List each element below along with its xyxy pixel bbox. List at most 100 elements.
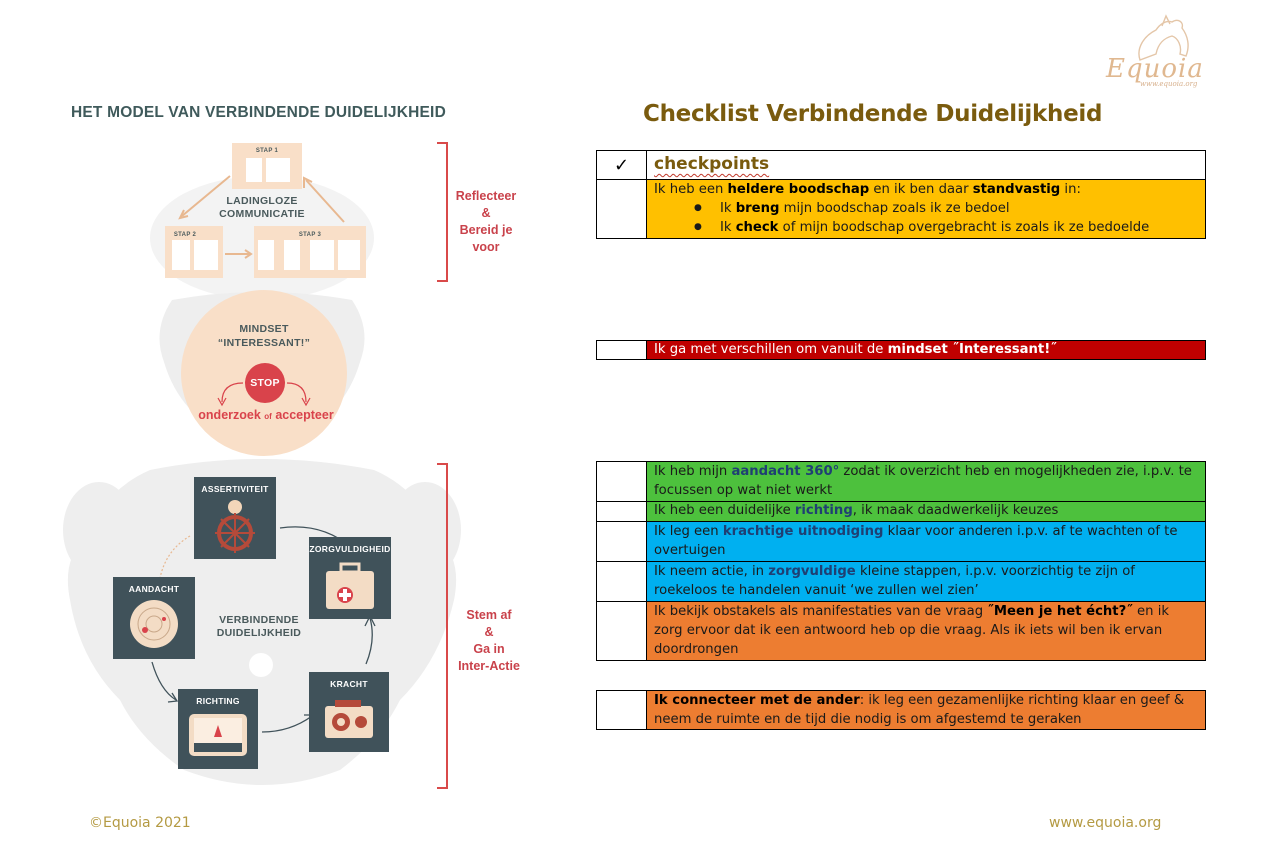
text-bold: check	[735, 220, 779, 235]
accepteer-label: accepteer	[275, 408, 334, 422]
checkbox-cell[interactable]	[597, 502, 647, 521]
row-text: Ik heb een duidelijke richting, ik maak …	[647, 502, 1205, 521]
stop-label: STOP	[250, 377, 280, 389]
bracket-top	[437, 142, 448, 282]
model-diagram	[63, 143, 461, 785]
checklist-table-1: ✓ checkpoints Ik heb een heldere boodsch…	[596, 150, 1206, 239]
text-segment: Ik heb mijn	[654, 464, 732, 479]
text-bold: zorgvuldige	[768, 564, 856, 579]
text-bold: richting	[794, 503, 853, 518]
text-segment: Ik bekijk obstakels als manifestaties va…	[654, 604, 988, 619]
text-bold: mindset ˝Interessant!˝	[887, 342, 1057, 357]
bullet-item: Ik check of mijn boodschap overgebracht …	[694, 218, 1199, 237]
model-title: HET MODEL VAN VERBINDENDE DUIDELIJKHEID	[71, 104, 446, 121]
checkpoints-header: checkpoints	[654, 154, 770, 174]
row-text: Ik heb een heldere boodschap en ik ben d…	[647, 180, 1205, 238]
checklist-row-obstakels: Ik bekijk obstakels als manifestaties va…	[597, 601, 1205, 660]
text-bold: breng	[735, 201, 780, 216]
checklist-header-row: ✓ checkpoints	[597, 151, 1205, 179]
tile-assertiviteit-label: ASSERTIVITEIT	[201, 484, 269, 494]
text-bold: aandacht 360°	[731, 464, 840, 479]
verbindende-label: VERBINDENDE DUIDELIJKHEID	[216, 614, 302, 639]
ship-wheel-icon	[215, 500, 255, 553]
row-text: Ik heb mijn aandacht 360° zodat ik overz…	[647, 462, 1205, 501]
text-segment: en ik zorg ervoor dat ik een antwoord he…	[654, 604, 1170, 657]
bracket-bottom-line1: Stem af	[466, 608, 512, 622]
of-label: of	[264, 412, 272, 421]
radar-icon	[130, 600, 178, 648]
checkbox-cell[interactable]	[597, 180, 647, 238]
text-segment: mijn boodschap zoals ik ze bedoel	[779, 201, 1010, 216]
text-segment: klaar voor anderen i.p.v. af te wachten …	[654, 524, 1178, 558]
checkbox-cell[interactable]	[597, 341, 647, 359]
text-segment: Ik neem actie, in	[654, 564, 769, 579]
stap3-label: STAP 3	[298, 232, 322, 238]
logo-url: www.equoia.org	[1140, 80, 1198, 88]
bracket-top-line4: voor	[472, 240, 500, 254]
text-segment: zodat ik overzicht heb en mogelijkheden …	[654, 464, 1192, 498]
checklist-row-aandacht: Ik heb mijn aandacht 360° zodat ik overz…	[597, 462, 1205, 501]
checklist-row-uitnodiging: Ik leg een krachtige uitnodiging klaar v…	[597, 521, 1205, 561]
text-segment: Ik	[720, 220, 736, 235]
checklist-table-2: Ik ga met verschillen om vanuit de minds…	[596, 340, 1206, 360]
bracket-bottom-line3: Ga in	[473, 642, 505, 656]
first-aid-kit-icon	[326, 562, 374, 609]
tile-kracht-label: KRACHT	[330, 679, 368, 689]
text-segment: : ik leg een gezamenlijke richting klaar…	[654, 693, 1185, 727]
ladingloze-label: LADINGLOZE COMMUNICATIE	[219, 195, 305, 220]
text-segment: Ik	[720, 201, 736, 216]
checklist-table-4: Ik connecteer met de ander: ik leg een g…	[596, 690, 1206, 730]
tile-aandacht-label: AANDACHT	[128, 584, 180, 594]
bullet-list: Ik breng mijn boodschap zoals ik ze bedo…	[654, 199, 1199, 237]
text-segment: , ik maak daadwerkelijk keuzes	[852, 503, 1059, 518]
interessant-label: “INTERESSANT!”	[217, 337, 311, 349]
text-segment: Ik heb een	[654, 182, 728, 197]
text-segment: Ik leg een	[654, 524, 723, 539]
checklist-row-zorgvuldig: Ik neem actie, in zorgvuldige kleine sta…	[597, 561, 1205, 601]
stap2-label: STAP 2	[173, 232, 197, 238]
checklist-row-connecteer: Ik connecteer met de ander: ik leg een g…	[597, 691, 1205, 729]
mindset-label: MINDSET	[239, 323, 289, 335]
checkbox-cell[interactable]	[597, 562, 647, 601]
footer-url: www.equoia.org	[1049, 815, 1162, 831]
bracket-top-line1: Reflecteer	[455, 189, 517, 203]
checkmark-icon: ✓	[613, 154, 630, 176]
row-text: Ik neem actie, in zorgvuldige kleine sta…	[647, 562, 1205, 601]
text-segment: of mijn boodschap overgebracht is zoals …	[778, 220, 1150, 235]
checkbox-cell[interactable]	[597, 691, 647, 729]
logo-brand: Equoia	[1106, 54, 1204, 84]
bracket-bottom-line2: &	[484, 625, 494, 639]
checkbox-cell[interactable]	[597, 462, 647, 501]
text-bold: krachtige uitnodiging	[722, 524, 884, 539]
bracket-top-line3: Bereid je	[459, 223, 513, 237]
center-dot	[249, 653, 273, 677]
text-segment: in:	[1060, 182, 1081, 197]
tile-richting: RICHTING	[178, 689, 258, 769]
gps-navigation-icon	[189, 714, 247, 756]
text-bold: heldere boodschap	[727, 182, 870, 197]
equoia-logo: Equoia www.equoia.org	[1100, 14, 1210, 98]
checklist-title: Checklist Verbindende Duidelijkheid	[643, 101, 1103, 127]
bracket-bottom-line4: Inter-Actie	[458, 659, 520, 673]
bullet-item: Ik breng mijn boodschap zoals ik ze bedo…	[694, 199, 1199, 218]
checkbox-cell[interactable]	[597, 602, 647, 660]
tile-zorgvuldigheid: ZORGVULDIGHEID	[309, 537, 391, 619]
bracket-bottom-label: Stem af & Ga in Inter-Actie	[449, 607, 529, 675]
text-segment: Ik ga met verschillen om vanuit de	[654, 342, 888, 357]
tile-zorgvuldigheid-label: ZORGVULDIGHEID	[309, 544, 391, 554]
footer-copyright: ©Equoia 2021	[89, 815, 191, 831]
text-bold: Ik connecteer met de ander	[654, 693, 860, 708]
onderzoek-label: onderzoek	[198, 408, 261, 422]
stap1-label: STAP 1	[255, 148, 279, 154]
onderzoek-accepteer: onderzoek of accepteer	[194, 408, 338, 422]
row-text: Ik leg een krachtige uitnodiging klaar v…	[647, 522, 1205, 561]
row-text: Ik connecteer met de ander: ik leg een g…	[647, 691, 1205, 729]
tile-kracht: KRACHT	[309, 672, 389, 752]
checklist-row-mindset: Ik ga met verschillen om vanuit de minds…	[597, 341, 1205, 359]
tile-aandacht: AANDACHT	[113, 577, 195, 659]
tile-assertiviteit: ASSERTIVITEIT	[194, 477, 276, 559]
bracket-bottom	[437, 463, 448, 789]
engine-icon	[325, 700, 373, 738]
text-segment: Ik heb een duidelijke	[654, 503, 795, 518]
checkbox-cell[interactable]	[597, 522, 647, 561]
